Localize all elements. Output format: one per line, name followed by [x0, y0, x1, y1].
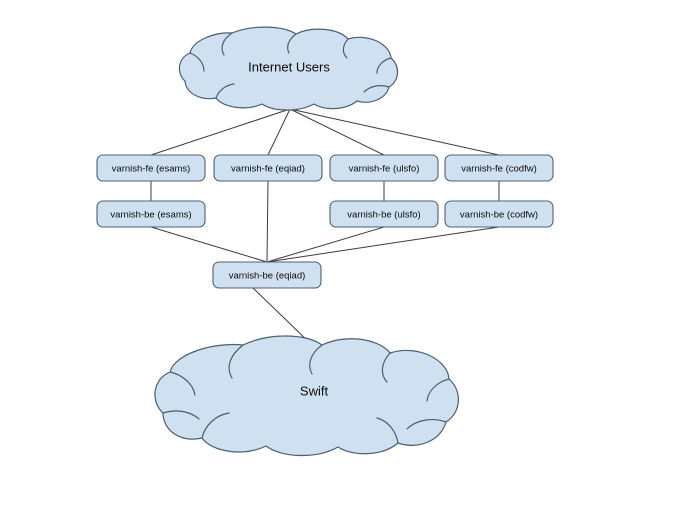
swift-cloud-detail-8 — [201, 412, 230, 439]
fe-ulsfo-box[interactable] — [329, 154, 439, 182]
be-ulsfo-label: varnish-be (ulsfo) — [347, 210, 420, 221]
fe-esams-box[interactable] — [96, 154, 206, 182]
node-fe-codfw[interactable]: varnish-fe (codfw) — [444, 154, 554, 182]
node-be-eqiad[interactable]: varnish-be (eqiad) — [212, 261, 322, 289]
edge-be-eqiad-to-swift — [252, 287, 314, 347]
internet-users-cloud-label: Internet Users — [248, 59, 330, 74]
internet-users-cloud-detail-3 — [342, 38, 349, 59]
fe-ulsfo-label: varnish-fe (ulsfo) — [349, 164, 420, 175]
swift-cloud-detail-7 — [169, 371, 196, 396]
node-fe-eqiad[interactable]: varnish-fe (eqiad) — [213, 154, 323, 182]
edge-internet-users-to-fe-esams — [150, 108, 291, 156]
node-be-ulsfo[interactable]: varnish-be (ulsfo) — [329, 200, 439, 228]
be-esams-label: varnish-be (esams) — [110, 210, 191, 221]
edge-fe-eqiad-to-be-eqiad — [266, 180, 269, 263]
fe-eqiad-label: varnish-fe (eqiad) — [231, 164, 305, 175]
edge-be-codfw-to-be-eqiad — [266, 226, 500, 263]
cloud-swift: Swift — [154, 335, 459, 457]
internet-users-cloud-detail-7 — [215, 83, 235, 99]
edge-internet-users-to-fe-ulsfo — [289, 108, 385, 156]
cloud-internet-users: Internet Users — [178, 26, 399, 111]
fe-eqiad-box[interactable] — [213, 154, 323, 182]
be-codfw-box[interactable] — [444, 200, 554, 228]
swift-cloud-detail-2 — [309, 344, 323, 375]
fe-codfw-label: varnish-fe (codfw) — [461, 164, 537, 175]
edge-be-ulsfo-to-be-eqiad — [266, 226, 385, 263]
be-esams-box[interactable] — [96, 200, 206, 228]
fe-esams-label: varnish-fe (esams) — [112, 164, 191, 175]
swift-cloud-label: Swift — [300, 383, 329, 398]
edge-be-esams-to-be-eqiad — [150, 226, 268, 263]
internet-users-cloud-detail-6 — [189, 52, 205, 72]
be-ulsfo-box[interactable] — [329, 200, 439, 228]
internet-users-cloud-detail-5 — [363, 85, 390, 93]
swift-cloud-detail-4 — [426, 378, 450, 402]
internet-users-cloud-detail-4 — [376, 57, 392, 74]
node-fe-esams[interactable]: varnish-fe (esams) — [96, 154, 206, 182]
fe-codfw-box[interactable] — [444, 154, 554, 182]
internet-users-cloud-detail-1 — [221, 32, 233, 56]
swift-cloud-detail-3 — [381, 352, 391, 383]
swift-cloud-detail-9 — [162, 410, 200, 420]
node-be-esams[interactable]: varnish-be (esams) — [96, 200, 206, 228]
be-eqiad-box[interactable] — [212, 261, 322, 289]
edge-internet-users-to-fe-codfw — [289, 108, 500, 156]
swift-cloud-detail-6 — [376, 417, 399, 444]
swift-cloud-detail-1 — [228, 344, 244, 379]
be-codfw-label: varnish-be (codfw) — [460, 210, 538, 221]
edge-internet-users-to-fe-eqiad — [267, 108, 291, 156]
internet-users-cloud-detail-2 — [287, 33, 297, 54]
edge-layer — [150, 108, 500, 347]
swift-cloud-detail-5 — [406, 419, 447, 430]
node-be-codfw[interactable]: varnish-be (codfw) — [444, 200, 554, 228]
node-fe-ulsfo[interactable]: varnish-fe (ulsfo) — [329, 154, 439, 182]
be-eqiad-label: varnish-be (eqiad) — [229, 271, 306, 282]
